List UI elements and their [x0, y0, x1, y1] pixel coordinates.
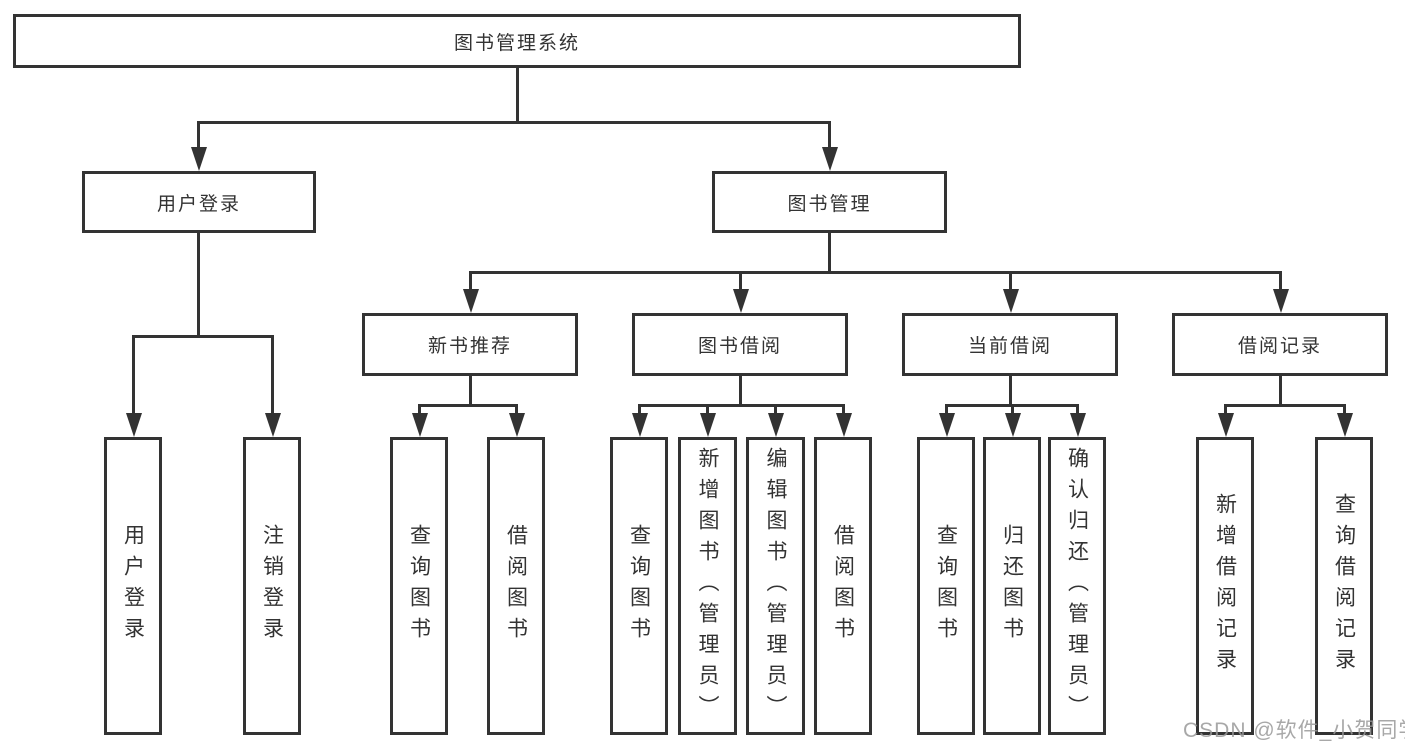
arrowhead-down-icon: [700, 413, 716, 437]
node-leaf-query-books-2: 查询图书: [610, 437, 668, 735]
connector-shaft: [739, 271, 742, 293]
node-leaf-query-books-1: 查询图书: [390, 437, 448, 735]
arrowhead-down-icon: [509, 413, 525, 437]
connector-hline: [1224, 404, 1346, 407]
node-current-borrow: 当前借阅: [902, 313, 1118, 376]
connector-vline: [516, 68, 519, 124]
arrowhead-down-icon: [412, 413, 428, 437]
arrowhead-down-icon: [632, 413, 648, 437]
arrowhead-down-icon: [768, 413, 784, 437]
connector-shaft: [774, 404, 777, 417]
arrowhead-down-icon: [126, 413, 142, 437]
node-leaf-add-book-admin: 新增图书（管理员）: [678, 437, 737, 735]
connector-shaft: [469, 271, 472, 293]
connector-shaft: [842, 404, 845, 417]
connector-shaft: [638, 404, 641, 417]
node-leaf-edit-book-admin: 编辑图书（管理员）: [746, 437, 805, 735]
arrowhead-down-icon: [1003, 289, 1019, 313]
connector-hline: [197, 121, 831, 124]
connector-shaft: [1224, 404, 1227, 417]
connector-shaft: [828, 121, 831, 151]
connector-shaft: [418, 404, 421, 417]
node-leaf-query-books-3: 查询图书: [917, 437, 975, 735]
arrowhead-down-icon: [1005, 413, 1021, 437]
connector-vline: [1279, 376, 1282, 407]
connector-shaft: [515, 404, 518, 417]
arrowhead-down-icon: [822, 147, 838, 171]
node-leaf-borrow-books-2: 借阅图书: [814, 437, 872, 735]
node-leaf-return-book: 归还图书: [983, 437, 1041, 735]
node-book-management: 图书管理: [712, 171, 947, 233]
connector-shaft: [132, 335, 135, 417]
connector-shaft: [1279, 271, 1282, 293]
node-leaf-borrow-books-1: 借阅图书: [487, 437, 545, 735]
connector-shaft: [197, 121, 200, 151]
connector-hline: [469, 271, 1282, 274]
arrowhead-down-icon: [1337, 413, 1353, 437]
connector-shaft: [945, 404, 948, 417]
arrowhead-down-icon: [265, 413, 281, 437]
connector-hline: [132, 335, 274, 338]
node-root: 图书管理系统: [13, 14, 1021, 68]
node-leaf-add-borrow-record: 新增借阅记录: [1196, 437, 1254, 735]
connector-vline: [828, 233, 831, 274]
node-book-borrow: 图书借阅: [632, 313, 848, 376]
arrowhead-down-icon: [1218, 413, 1234, 437]
node-leaf-query-borrow-record: 查询借阅记录: [1315, 437, 1373, 735]
arrowhead-down-icon: [733, 289, 749, 313]
connector-shaft: [271, 335, 274, 417]
arrowhead-down-icon: [1070, 413, 1086, 437]
csdn-watermark: CSDN @软件_小贺同学: [1183, 719, 1405, 742]
node-leaf-logout: 注销登录: [243, 437, 301, 735]
node-leaf-user-login: 用户登录: [104, 437, 162, 735]
node-leaf-confirm-return-admin: 确认归还（管理员）: [1048, 437, 1106, 735]
connector-hline: [638, 404, 845, 407]
connector-hline: [418, 404, 518, 407]
arrowhead-down-icon: [939, 413, 955, 437]
connector-shaft: [1009, 271, 1012, 293]
connector-vline: [739, 376, 742, 407]
node-new-book-recommend: 新书推荐: [362, 313, 578, 376]
connector-shaft: [1011, 404, 1014, 417]
node-borrow-records: 借阅记录: [1172, 313, 1388, 376]
node-user-login: 用户登录: [82, 171, 316, 233]
connector-vline: [197, 233, 200, 338]
connector-shaft: [1343, 404, 1346, 417]
arrowhead-down-icon: [836, 413, 852, 437]
connector-shaft: [1076, 404, 1079, 417]
arrowhead-down-icon: [1273, 289, 1289, 313]
arrowhead-down-icon: [463, 289, 479, 313]
connector-shaft: [706, 404, 709, 417]
connector-vline: [469, 376, 472, 407]
connector-vline: [1009, 376, 1012, 407]
arrowhead-down-icon: [191, 147, 207, 171]
